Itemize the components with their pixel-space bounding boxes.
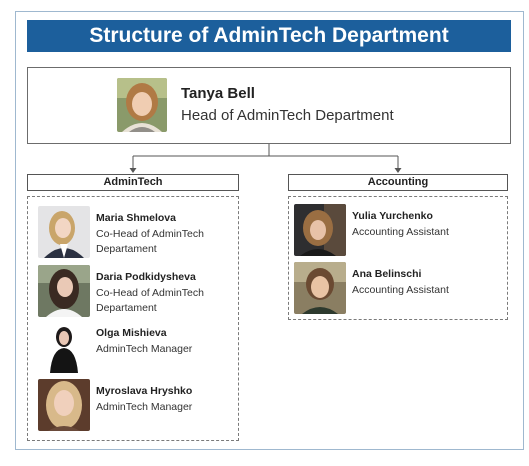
dept-label-accounting: Accounting [288, 174, 508, 191]
member-avatar [38, 206, 90, 258]
member-role: Accounting Assistant [352, 284, 449, 296]
member-name: Daria Podkidysheva [96, 271, 196, 283]
head-name: Tanya Bell [181, 85, 255, 102]
member-name: Ana Belinschi [352, 268, 422, 280]
member-avatar [294, 204, 346, 256]
accounting-group: Yulia Yurchenko Accounting Assistant Ana… [288, 196, 508, 320]
member-avatar [294, 262, 346, 314]
head-node: Tanya Bell Head of AdminTech Department [27, 67, 511, 144]
member-avatar [38, 265, 90, 317]
head-avatar [117, 78, 167, 132]
member-role: Co-Head of AdminTech Departament [96, 228, 204, 255]
member-role: AdminTech Manager [96, 401, 193, 413]
member-name: Yulia Yurchenko [352, 210, 433, 222]
head-role: Head of AdminTech Department [181, 107, 394, 124]
member-role: Accounting Assistant [352, 226, 449, 238]
chart-title: Structure of AdminTech Department [27, 20, 511, 52]
dept-label-admintech: AdminTech [27, 174, 239, 191]
member-role: AdminTech Manager [96, 343, 193, 355]
member-avatar [38, 379, 90, 431]
member-avatar [38, 321, 90, 373]
admintech-group: Maria Shmelova Co-Head of AdminTech Depa… [27, 196, 239, 441]
member-role: Co-Head of AdminTech Departament [96, 287, 204, 314]
member-name: Myroslava Hryshko [96, 385, 193, 397]
member-name: Olga Mishieva [96, 327, 167, 339]
member-name: Maria Shmelova [96, 212, 176, 224]
